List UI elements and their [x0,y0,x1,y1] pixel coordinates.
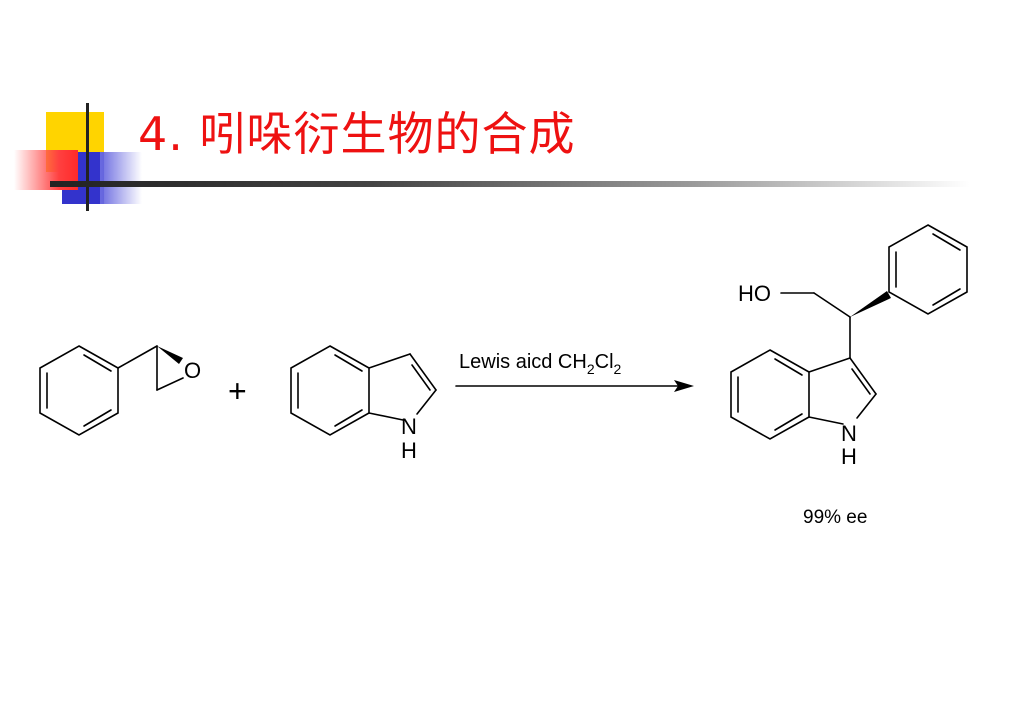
reactant1-epoxide [117,345,184,391]
product-hydroxyl-label: HO [738,281,771,306]
product-hydrogen-label: H [841,444,857,469]
reactant-indole: N H [290,345,437,463]
reactant2-pyrrole-ring [368,353,437,421]
product-side-chain [780,291,891,359]
plus-sign: + [228,373,247,409]
reactant2-nitrogen-label: N [401,414,417,439]
product-pyrrole-ring [808,357,877,425]
product-nitrogen-label: N [841,421,857,446]
reactant1-benzene-ring [39,345,119,436]
title-number: 4. [138,107,184,161]
product-wedge-bond [850,291,891,317]
product-phenyl-ring [888,224,968,315]
page-title: 4. 吲哚衍生物的合成 [138,104,576,164]
reaction-arrow [455,380,694,392]
product-molecule: N H HO 99% ee [730,224,968,528]
reactant2-hydrogen-label: H [401,438,417,463]
title-text: 吲哚衍生物的合成 [199,107,576,161]
reactant2-benzene-ring [290,345,370,436]
product-ee-label: 99% ee [803,507,867,528]
product-benzo-ring [730,349,810,440]
deco-vertical-line [86,103,89,211]
reactant1-oxygen-label: O [184,358,201,383]
reactant1-wedge-bond [157,346,183,364]
reaction-conditions: Lewis aicd CH2Cl2 [459,351,622,377]
reactant-styrene-oxide: O [39,345,201,436]
title-underline [50,181,970,187]
deco-blue-fade [100,152,142,204]
